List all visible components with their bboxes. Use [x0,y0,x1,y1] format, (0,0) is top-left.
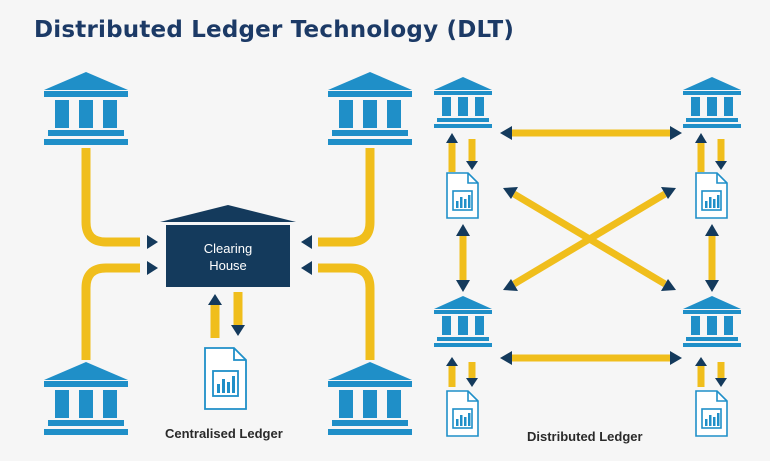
arrow-icon [705,224,719,236]
clearing-house-icon: Clearing House [160,205,296,287]
arrow-icon [661,279,676,291]
connector-bottom-left [81,263,140,360]
bank-icon [434,296,492,347]
arrow-icon [503,279,518,291]
ledger-document-icon [446,390,479,437]
arrow-icon [456,280,470,292]
bank-icon [328,72,412,145]
centralised-arrowheads [147,235,312,336]
arrow-icon [231,325,245,336]
arrow-icon [147,261,158,275]
distributed-connectors [448,129,725,387]
arrow-icon [661,187,676,199]
page-title: Distributed Ledger Technology (DLT) [34,17,515,43]
bank-icon [44,72,128,145]
arrow-icon [503,187,518,199]
distributed-arrowheads [446,126,727,387]
arrow-icon [670,126,682,140]
ledger-document-icon [695,172,728,219]
arrow-icon [705,280,719,292]
connector-top-left [81,148,140,247]
connector-bottom-right [318,263,375,360]
bank-icon [683,77,741,128]
hub-label-line2: House [209,258,247,273]
bank-icon [328,362,412,435]
centralised-ledger-caption: Centralised Ledger [165,426,283,441]
arrow-icon [301,261,312,275]
bank-icon [44,362,128,435]
arrow-icon [456,224,470,236]
bank-icon [683,296,741,347]
arrow-icon [301,235,312,249]
ledger-document-icon [204,347,247,410]
hub-label-line1: Clearing [204,241,252,256]
bank-icon [434,77,492,128]
arrow-icon [208,294,222,305]
arrow-icon [500,126,512,140]
connector-top-right [318,148,375,247]
centralised-connectors [81,148,375,360]
arrow-icon [500,351,512,365]
arrow-icon [670,351,682,365]
ledger-document-icon [695,390,728,437]
arrow-icon [147,235,158,249]
link-diagonal-b [512,190,667,288]
ledger-document-icon [446,172,479,219]
distributed-ledger-caption: Distributed Ledger [527,429,643,444]
